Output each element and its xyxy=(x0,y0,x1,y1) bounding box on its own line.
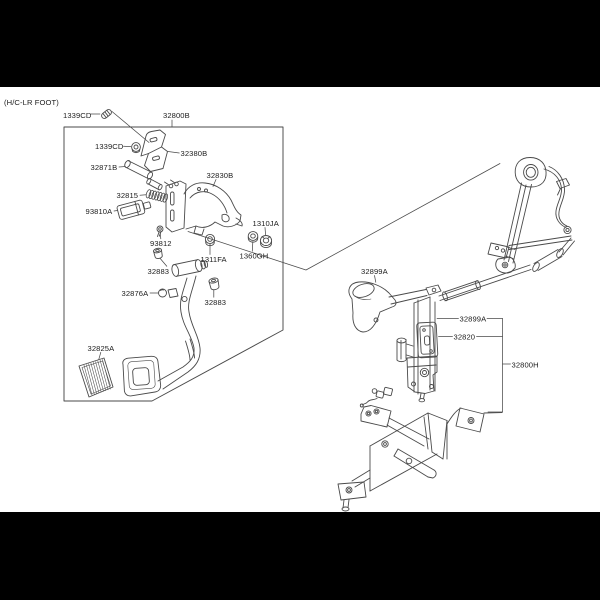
callout-1339cd-nut: 1339CD xyxy=(95,142,124,151)
assembly-boundary-box xyxy=(63,126,284,402)
release-grip-icon xyxy=(348,281,397,333)
callout-32830b: 32830B xyxy=(207,171,234,180)
bolt-93812 xyxy=(156,225,164,237)
callout-93810a: 93810A xyxy=(86,207,114,216)
leader-lines xyxy=(90,111,511,413)
callout-32800h: 32800H xyxy=(512,361,539,370)
pedal-pivot-tube xyxy=(171,259,209,277)
parking-lever-assembly xyxy=(487,157,575,274)
callout-32876a: 32876A xyxy=(122,289,150,298)
clevis-pin-32871b xyxy=(124,160,163,191)
callout-1339cd-clip: 1339CD xyxy=(63,111,92,120)
callout-32800b: 32800B xyxy=(163,111,190,120)
release-rod-32899a xyxy=(388,264,532,305)
callout-93812: 93812 xyxy=(150,239,172,248)
callout-32871b: 32871B xyxy=(91,163,118,172)
flange-nut-icon xyxy=(131,142,141,154)
connector-with-wire xyxy=(359,386,393,408)
callout-32883-lower: 32883 xyxy=(205,298,227,307)
stop-lamp-switch-icon xyxy=(116,199,152,220)
callout-1360gh: 1360GH xyxy=(240,252,269,261)
callout-32883-upper: 32883 xyxy=(148,267,170,276)
clip-icon xyxy=(101,109,112,119)
bushing-icon-lower xyxy=(208,277,220,291)
coil-spring-icon xyxy=(145,189,169,203)
letterbox-bottom xyxy=(0,512,600,600)
callout-32899a-rod: 32899A xyxy=(460,315,488,324)
callout-32899a-grip: 32899A xyxy=(361,267,389,276)
pedal-plate xyxy=(122,355,162,397)
pedal-member-32830b xyxy=(164,179,243,236)
diagram-note: (H/C-LR FOOT) xyxy=(4,98,59,107)
washer-1360gh xyxy=(247,231,259,243)
callout-32825a: 32825A xyxy=(88,344,116,353)
release-column-32820 xyxy=(396,296,439,403)
mounting-bracket-32380b xyxy=(140,129,168,172)
exploded-parts-diagram: (H/C-LR FOOT) 1339CD 32800B 1339CD 32380… xyxy=(4,98,575,512)
callout-1311fa: 1311FA xyxy=(201,255,228,264)
nut-1311fa xyxy=(204,233,216,247)
nut-1310ja xyxy=(259,235,273,249)
bushing-icon-upper xyxy=(153,247,163,259)
brake-pedal-arm xyxy=(157,275,201,390)
callout-32820: 32820 xyxy=(454,333,476,342)
diagram-canvas: (H/C-LR FOOT) 1339CD 32800B 1339CD 32380… xyxy=(0,87,600,512)
stopper-ball-32876a xyxy=(158,288,167,298)
callout-32380b: 32380B xyxy=(181,149,208,158)
callout-32815: 32815 xyxy=(117,191,139,200)
letterbox-top xyxy=(0,0,600,87)
mounting-bracket-32800h xyxy=(337,405,503,512)
pedal-pad-icon xyxy=(78,357,114,398)
box-to-lever-connector xyxy=(187,163,501,271)
callout-1310ja: 1310JA xyxy=(253,219,280,228)
